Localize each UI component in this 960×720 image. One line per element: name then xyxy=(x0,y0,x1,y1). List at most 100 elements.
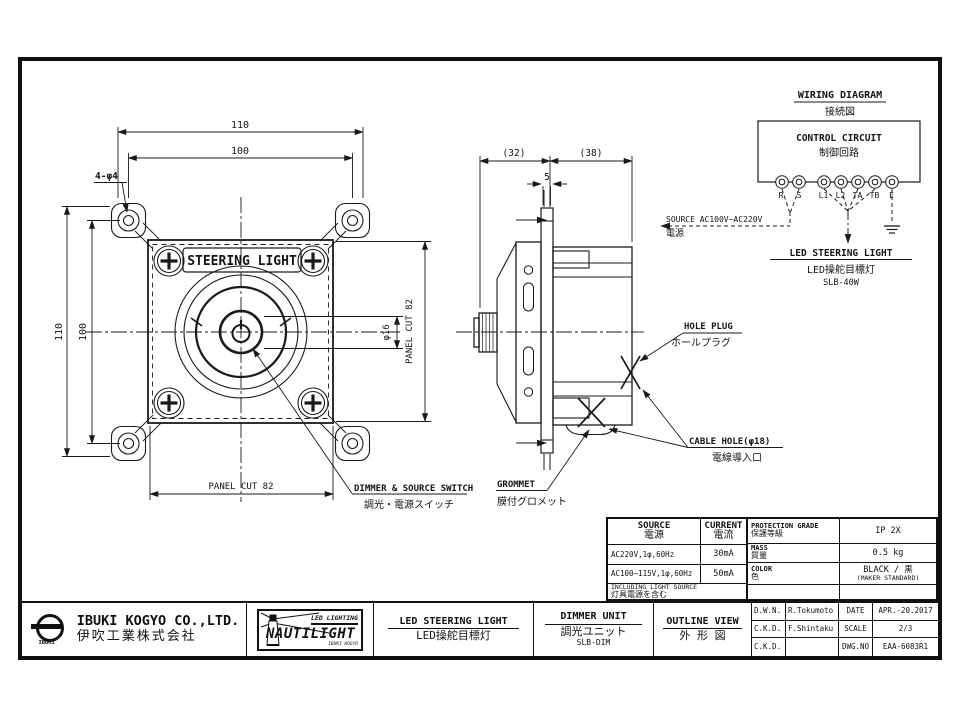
grommet-label-en: GROMMET xyxy=(497,480,536,490)
terminal-label-l2: L2 xyxy=(836,191,846,200)
dim-110-left: 110 xyxy=(54,323,65,341)
terminal-label-r: R xyxy=(779,191,784,200)
source-label-jp: 電源 xyxy=(666,228,684,239)
rear-body xyxy=(552,246,633,436)
panel-label: STEERING LIGHT xyxy=(187,254,297,269)
dim-100-top: 100 xyxy=(231,146,249,157)
panel-cut-dashed-outline xyxy=(152,244,329,419)
view-name-jp: 外 形 図 xyxy=(679,629,726,643)
face-plate-slots xyxy=(523,265,534,397)
corner-screws xyxy=(153,245,329,419)
cable-hole-marks xyxy=(577,355,641,428)
spec-row-current: 30mA xyxy=(701,545,746,565)
approval-value: EAA-6083R1 xyxy=(882,641,929,651)
cable-hole-label-en: CABLE HOLE(φ18) xyxy=(689,437,770,447)
product-cell: LED STEERING LIGHT LED操舵目標灯 xyxy=(374,603,534,656)
approval-value: APR.-20.2017 xyxy=(873,603,938,621)
unit-name-jp: 調光ユニット xyxy=(560,624,627,638)
unit-name-en: DIMMER UNIT xyxy=(560,611,627,623)
company-name-jp: 伊吹工業株式会社 xyxy=(76,628,197,644)
control-circuit-jp: 制御回路 xyxy=(819,146,859,159)
sheet-border xyxy=(18,57,942,660)
approval-role: C.K.D. xyxy=(752,638,786,656)
view-cell: OUTLINE VIEW 外 形 図 xyxy=(654,603,752,656)
wiring-diagram xyxy=(660,101,921,261)
terminal-label-ta: TA xyxy=(853,191,863,200)
spec-empty-cell xyxy=(840,585,936,599)
spec-color-value: BLACK / 黒 (MAKER STANDARD) xyxy=(840,563,936,585)
lighthouse-icon xyxy=(260,612,330,646)
spec-source-header: SOURCE 電源 xyxy=(608,519,701,545)
tab-connection-lines xyxy=(134,222,347,442)
spec-protection-value: IP 2X xyxy=(840,519,936,544)
approval-name: R.Tokumoto xyxy=(786,603,839,621)
side-knob xyxy=(473,312,498,353)
spec-table-attributes: PROTECTION GRADE 保護等級 IP 2X MASS 質量 0.5 … xyxy=(748,517,938,601)
switch-label-en: DIMMER & SOURCE SWITCH xyxy=(354,484,473,494)
mounting-tabs xyxy=(110,202,371,462)
approval-key: DATE xyxy=(839,603,873,621)
spec-table-source: SOURCE 電源 CURRENT 電流 AC220V,1φ,60Hz 30mA… xyxy=(606,517,748,601)
spec-row-source: AC220V,1φ,60Hz xyxy=(608,545,701,565)
callout-leaders xyxy=(496,332,783,491)
approval-key: SCALE xyxy=(839,620,873,639)
hole-plug-label-en: HOLE PLUG xyxy=(684,322,733,332)
spec-row-source: AC100~115V,1φ,60Hz xyxy=(608,565,701,584)
screw-icon xyxy=(153,245,185,277)
led-light-model: SLB-40W xyxy=(823,278,860,288)
company-name-en: IBUKI KOGYO CO.,LTD. xyxy=(76,613,240,630)
led-light-label-en: LED STEERING LIGHT xyxy=(790,248,893,259)
title-block: IBUKI IBUKI KOGYO CO.,LTD. 伊吹工業株式会社 xyxy=(22,601,938,656)
approval-name xyxy=(786,638,839,656)
spec-current-header: CURRENT 電流 xyxy=(701,519,746,545)
wiring-title-en: WIRING DIAGRAM xyxy=(798,90,882,101)
terminal-label-l1: L1 xyxy=(819,191,829,200)
panel-cut-bottom-label: PANEL CUT 82 xyxy=(208,482,273,492)
dim-5: 5 xyxy=(544,172,550,183)
spec-color-label: COLOR 色 xyxy=(748,563,840,585)
view-name-en: OUTLINE VIEW xyxy=(666,615,739,627)
screw-icon xyxy=(297,245,329,277)
ibuki-logo-icon: IBUKI xyxy=(29,613,69,647)
center-lines xyxy=(86,197,400,502)
terminal-label-e: E xyxy=(889,191,894,200)
hole-callout: 4-φ4 xyxy=(95,171,118,182)
front-body xyxy=(147,239,334,424)
panel-cut-right-label: PANEL CUT 82 xyxy=(405,299,415,364)
switch-label-jp: 調光・電源スイッチ xyxy=(364,498,454,511)
approval-key: DWG.NO xyxy=(839,638,873,656)
source-label-en: SOURCE AC100V~AC220V xyxy=(666,215,763,224)
wiring-dashed-wires xyxy=(660,188,893,230)
company-cell: IBUKI IBUKI KOGYO CO.,LTD. 伊吹工業株式会社 xyxy=(22,603,247,656)
grommet-label-jp: 膜付グロメット xyxy=(497,495,567,508)
spec-mass-label: MASS 質量 xyxy=(748,544,840,563)
led-light-label-jp: LED操舵目標灯 xyxy=(807,263,875,276)
spec-empty-cell xyxy=(748,585,840,599)
approval-value: 2/3 xyxy=(873,621,938,639)
ground-icon xyxy=(884,225,900,234)
front-dimensions xyxy=(62,127,467,500)
brand-cell: LED LIGHTING NAUTILIGHT IBUKI KOGYO xyxy=(247,603,374,656)
knob-dia-label: φ16 xyxy=(382,324,392,340)
unit-model: SLB-DIM xyxy=(576,638,611,648)
spec-note: INCLUDING LIGHT SOURCE 灯具電源を含む xyxy=(611,584,698,599)
side-bezel xyxy=(496,242,517,423)
unit-cell: DIMMER UNIT 調光ユニット SLB-DIM xyxy=(534,603,654,656)
dim-38: (38) xyxy=(580,148,603,159)
front-view xyxy=(86,197,400,502)
approval-role: C.K.D. xyxy=(752,620,786,639)
mounting-flange xyxy=(540,207,554,454)
spec-row-current: 50mA xyxy=(701,565,746,584)
approval-name: F.Shintaku xyxy=(786,620,839,639)
panel-section-lines xyxy=(516,190,551,470)
product-name-en: LED STEERING LIGHT xyxy=(399,615,508,627)
dim-110-top: 110 xyxy=(231,120,249,131)
screw-icon xyxy=(153,387,185,419)
approval-role: D.W.N. xyxy=(752,603,786,621)
side-dimensions xyxy=(479,156,633,308)
screw-icon xyxy=(297,387,329,419)
spec-protection-label: PROTECTION GRADE 保護等級 xyxy=(748,519,840,544)
product-name-jp: LED操舵目標灯 xyxy=(416,629,491,643)
hole-plug-label-jp: ホールプラグ xyxy=(671,336,731,349)
